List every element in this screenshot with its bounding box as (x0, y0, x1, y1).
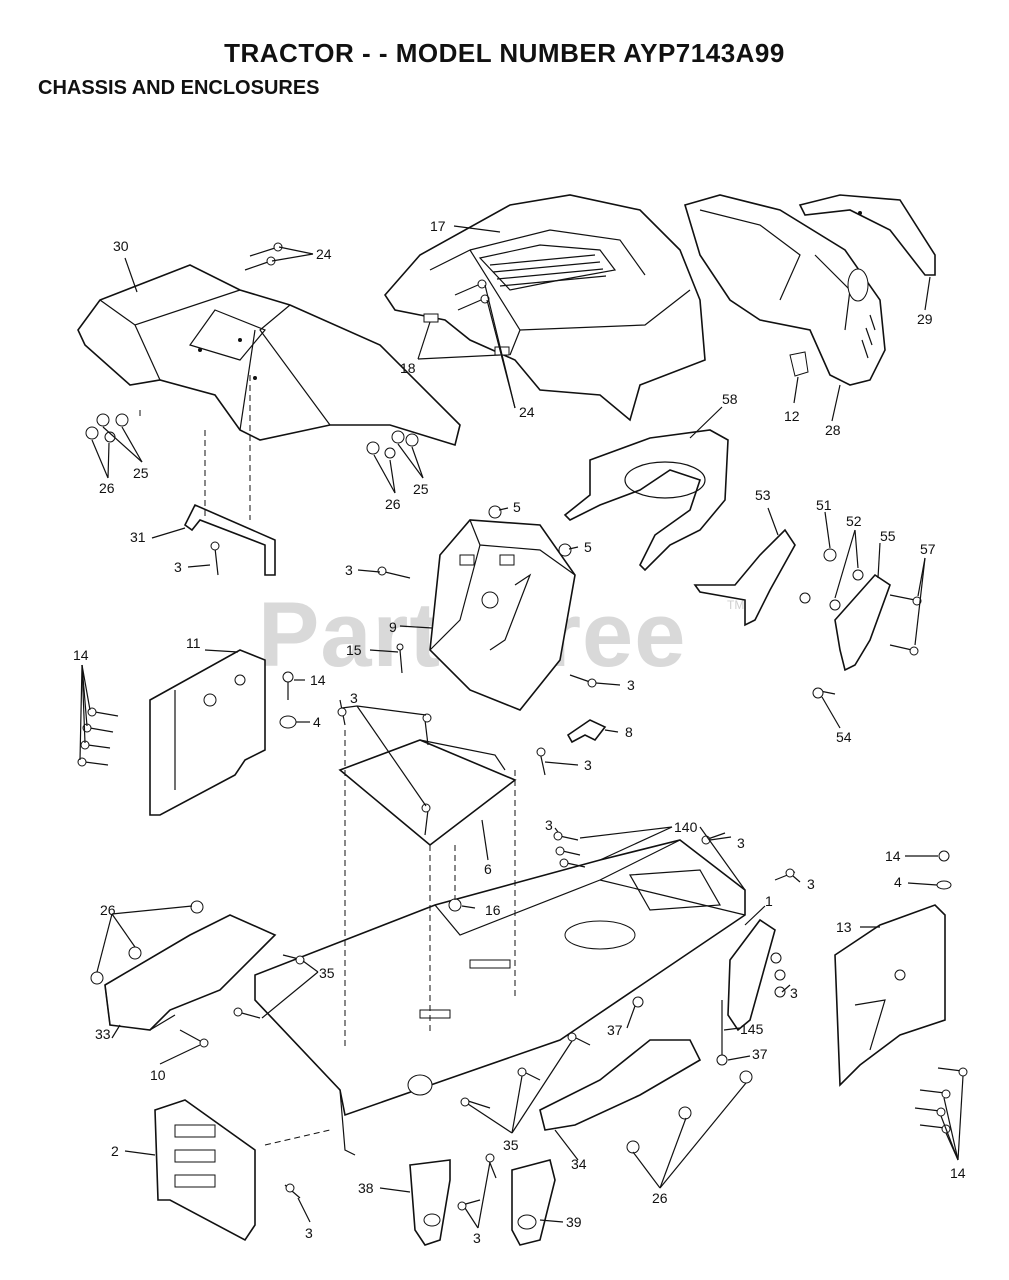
callout-31: 31 (130, 529, 146, 545)
alignment-lines (139, 375, 516, 1146)
callout-8: 8 (625, 724, 633, 740)
callout-24: 24 (519, 404, 535, 420)
part-bracket-left[interactable] (409, 1159, 451, 1246)
part-rear-fender[interactable] (77, 264, 461, 447)
part-clamp[interactable] (566, 719, 607, 744)
callout-51: 51 (816, 497, 832, 513)
callout-24: 24 (316, 246, 332, 262)
part-left-footrest[interactable] (104, 914, 277, 1031)
page-title: TRACTOR - - MODEL NUMBER AYP7143A99 (224, 38, 785, 68)
callout-37: 37 (752, 1046, 768, 1062)
callout-3: 3 (627, 677, 635, 693)
callout-26: 26 (99, 480, 115, 496)
part-pivot-bracket[interactable] (834, 573, 891, 672)
part-bracket[interactable] (183, 503, 276, 576)
callout-38: 38 (358, 1180, 374, 1196)
callout-52: 52 (846, 513, 862, 529)
callout-13: 13 (836, 919, 852, 935)
callout-25: 25 (413, 481, 429, 497)
part-right-side-panel[interactable] (834, 904, 946, 1087)
callout-3: 3 (473, 1230, 481, 1246)
callout-26: 26 (652, 1190, 668, 1206)
section-subtitle: CHASSIS AND ENCLOSURES (38, 77, 320, 99)
callout-3: 3 (350, 690, 358, 706)
callout-11: 11 (186, 635, 201, 651)
callout-3: 3 (305, 1225, 313, 1241)
part-front-plate[interactable] (154, 1099, 256, 1242)
part-grille-housing[interactable] (684, 194, 886, 386)
callout-10: 10 (150, 1067, 166, 1083)
callout-26: 26 (385, 496, 401, 512)
callout-30: 30 (113, 238, 129, 254)
callout-17: 17 (430, 218, 446, 234)
part-bracket-side[interactable] (727, 918, 776, 1032)
part-dash-shield[interactable] (563, 429, 729, 572)
callout-55: 55 (880, 528, 896, 544)
callout-34: 34 (571, 1156, 587, 1172)
callout-53: 53 (755, 487, 771, 503)
part-bracket-right[interactable] (511, 1159, 556, 1246)
callout-6: 6 (484, 861, 492, 877)
part-right-footrest[interactable] (539, 1039, 702, 1131)
callout-5: 5 (584, 539, 592, 555)
callout-14: 14 (73, 647, 89, 663)
callout-9: 9 (389, 619, 397, 635)
part-hood[interactable] (383, 194, 706, 422)
callout-39: 39 (566, 1214, 582, 1230)
callout-25: 25 (133, 465, 149, 481)
callout-3: 3 (545, 817, 553, 833)
callout-35: 35 (319, 965, 335, 981)
callout-3: 3 (174, 559, 182, 575)
callout-12: 12 (784, 408, 800, 424)
part-left-side-panel[interactable] (149, 649, 266, 816)
callout-15: 15 (346, 642, 362, 658)
callout-54: 54 (836, 729, 852, 745)
callout-16: 16 (485, 902, 501, 918)
callout-35: 35 (503, 1137, 519, 1153)
callout-14: 14 (950, 1165, 966, 1181)
callout-14: 14 (885, 848, 901, 864)
callout-3: 3 (345, 562, 353, 578)
callout-57: 57 (920, 541, 936, 557)
part-grille-trim[interactable] (798, 194, 936, 276)
part-floor-plate[interactable] (338, 739, 517, 847)
callout-29: 29 (917, 311, 933, 327)
part-main-frame[interactable] (254, 839, 746, 1156)
callout-145: 145 (740, 1021, 764, 1037)
callout-3: 3 (790, 985, 798, 1001)
callout-28: 28 (825, 422, 841, 438)
callout-18: 18 (400, 360, 416, 376)
callout-1: 1 (765, 893, 773, 909)
leader-lines (79, 225, 964, 1229)
callout-26: 26 (100, 902, 116, 918)
callout-5: 5 (513, 499, 521, 515)
callout-4: 4 (894, 874, 902, 890)
callout-37: 37 (607, 1022, 623, 1038)
fasteners (77, 242, 968, 1211)
callout-3: 3 (584, 757, 592, 773)
callout-3: 3 (807, 876, 815, 892)
callout-labels: 30 24 17 29 18 24 12 28 58 26 25 26 25 5… (73, 218, 966, 1246)
callout-3: 3 (737, 835, 745, 851)
part-latch-plate[interactable] (693, 528, 796, 627)
callout-140: 140 (674, 819, 698, 835)
callout-14: 14 (310, 672, 326, 688)
callout-4: 4 (313, 714, 321, 730)
callout-33: 33 (95, 1026, 111, 1042)
watermark-tm: TM (727, 598, 745, 612)
callout-58: 58 (722, 391, 738, 407)
part-clip[interactable] (789, 351, 809, 377)
part-dash-panel[interactable] (429, 519, 576, 711)
callout-2: 2 (111, 1143, 119, 1159)
